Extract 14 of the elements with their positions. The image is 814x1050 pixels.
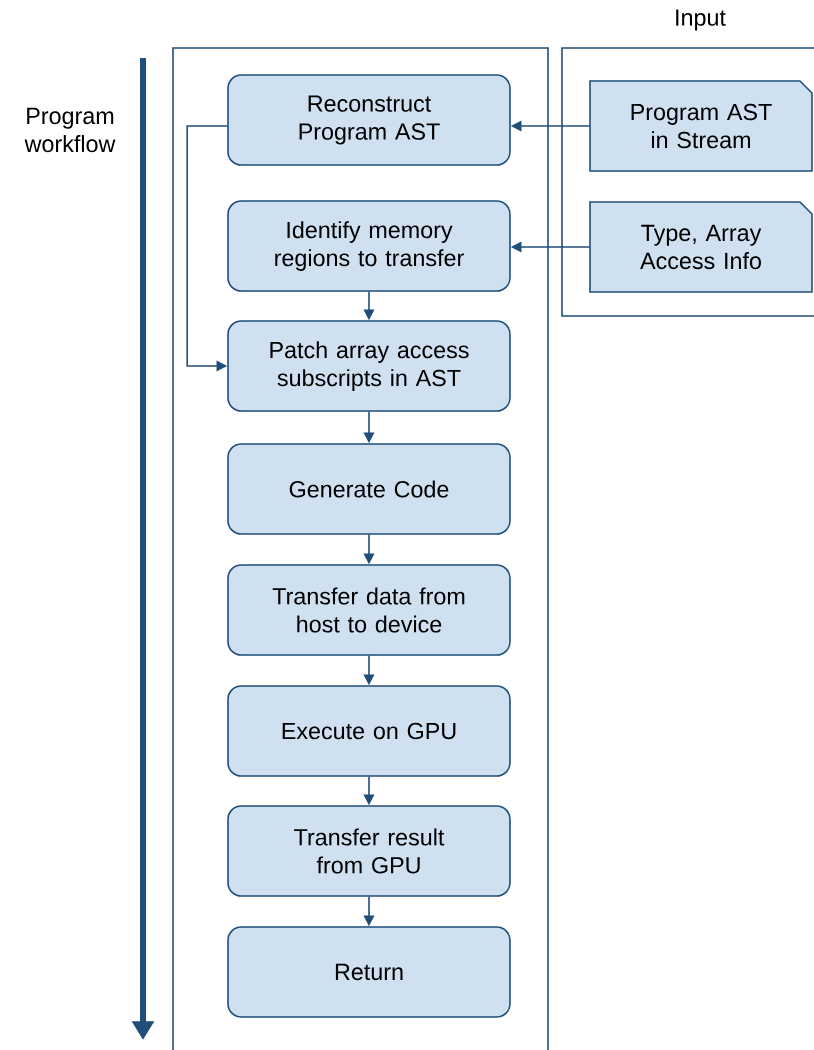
process-box: Return [227,926,511,1018]
process-box: Transfer result from GPU [227,805,511,897]
arrow [186,125,228,372]
process-box: Reconstruct Program AST [227,74,511,166]
node-label: Input [676,9,726,31]
process-box: Patch array access subscripts in AST [227,320,511,412]
document-box: Program AST in Stream [589,80,813,172]
process-box: Transfer data from host to device [227,564,511,656]
process-box: Execute on GPU [227,685,511,777]
process-box: Identify memory regions to transfer [227,200,511,292]
process-box: Generate Code [227,443,511,535]
axis-label: Program workflow [24,107,116,153]
group-frame [172,47,549,1050]
document-box: Type, Array Access Info [589,201,813,293]
